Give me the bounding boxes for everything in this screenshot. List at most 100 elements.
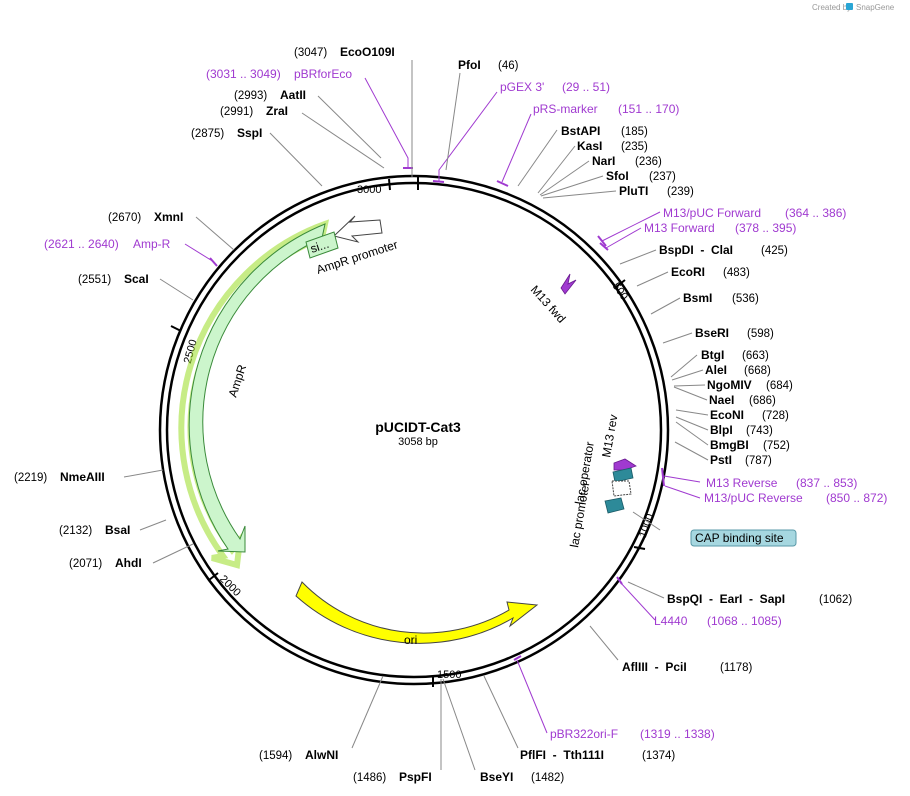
site-name: EcoO109I (340, 45, 395, 59)
site-pflfi-tth111i[interactable]: PflFI - Tth111I (1374) (520, 748, 675, 762)
primer-m13-reverse[interactable]: M13 Reverse (837 .. 853) (706, 476, 857, 490)
site-name: PfoI (458, 58, 481, 72)
site-nmeaiii[interactable]: (2219) NmeAIII (14, 470, 105, 484)
primer-name: Amp-R (133, 237, 171, 251)
bseyi-leader (442, 678, 476, 771)
primer-m13-puc-reverse[interactable]: M13/pUC Reverse (850 .. 872) (704, 491, 887, 505)
prs-marker-leader (501, 113, 532, 183)
site-name: BspQI - EarI - SapI (667, 592, 785, 606)
site-ngomiv[interactable]: NgoMIV (684) (707, 378, 793, 392)
site-pos: (425) (761, 245, 788, 257)
m13-fwd-marker[interactable] (560, 273, 577, 295)
primer-m13-forward[interactable]: M13 Forward (378 .. 395) (644, 221, 796, 235)
site-aatii[interactable]: (2993) AatII (234, 88, 306, 102)
site-name: EcoRI (671, 265, 705, 279)
site-pos: (235) (621, 141, 648, 153)
site-name: BlpI (710, 423, 733, 437)
primer-l4440[interactable]: L4440 (1068 .. 1085) (654, 614, 782, 628)
site-kasi[interactable]: KasI (235) (577, 139, 648, 153)
cap-site-marker[interactable] (604, 497, 625, 514)
btgi-leader (670, 354, 698, 378)
signal-peptide-box[interactable] (305, 231, 339, 259)
site-alwni[interactable]: (1594) AlwNI (259, 748, 338, 762)
site-btgi[interactable]: BtgI (663) (701, 348, 769, 362)
primer-pbr322ori-f[interactable]: pBR322ori-F (1319 .. 1338) (550, 727, 715, 741)
site-bsmi[interactable]: BsmI (536) (683, 291, 759, 305)
primer-name: M13 Reverse (706, 476, 778, 490)
pgex3-mark[interactable] (432, 180, 445, 183)
sspi-leader (269, 132, 323, 187)
site-naei[interactable]: NaeI (686) (709, 393, 776, 407)
site-name: SfoI (606, 169, 629, 183)
m13-reverse-mark[interactable] (661, 467, 665, 487)
site-scai[interactable]: (2551) ScaI (78, 272, 149, 286)
site-ahdi[interactable]: (2071) AhdI (69, 556, 142, 570)
primer-m13-puc-forward[interactable]: M13/pUC Forward (364 .. 386) (663, 206, 846, 220)
pbr322ori-mark[interactable] (513, 655, 522, 661)
site-blpi[interactable]: BlpI (743) (710, 423, 773, 437)
site-bspqi-eari-sapi[interactable]: BspQI - EarI - SapI (1062) (667, 592, 852, 606)
site-xmni[interactable]: (2670) XmnI (108, 210, 183, 224)
ampr-promoter-arrow[interactable] (332, 215, 383, 243)
site-bseri[interactable]: BseRI (598) (695, 326, 774, 340)
site-bspdi-clai[interactable]: BspDI - ClaI (425) (659, 243, 788, 257)
primer-prs-marker[interactable]: pRS-marker (151 .. 170) (533, 102, 679, 116)
site-name: XmnI (154, 210, 183, 224)
site-bseyi[interactable]: BseYI (1482) (480, 770, 564, 784)
site-pspfi[interactable]: (1486) PspFI (353, 770, 432, 784)
primer-name: M13/pUC Reverse (704, 491, 803, 505)
site-pos: (1486) (353, 772, 386, 784)
site-name: BseRI (695, 326, 729, 340)
lac-operator-box[interactable] (612, 467, 634, 483)
zrai-leader (301, 112, 385, 169)
site-pos: (684) (766, 380, 793, 392)
site-psti[interactable]: PstI (787) (710, 453, 772, 467)
cap-leader (632, 511, 661, 531)
psti-leader (674, 441, 709, 461)
primer-name: M13/pUC Forward (663, 206, 761, 220)
site-pos: (185) (621, 126, 648, 138)
site-name: AleI (705, 363, 727, 377)
site-afliii-pcii[interactable]: AflIII - PciI (1178) (622, 660, 753, 674)
lac-promoter-arrow[interactable] (611, 480, 632, 497)
site-bstapi[interactable]: BstAPI (185) (561, 124, 648, 138)
scai-leader (159, 278, 194, 301)
ampr-arrow[interactable] (188, 223, 326, 553)
site-sfoi[interactable]: SfoI (237) (606, 169, 676, 183)
site-name: AatII (280, 88, 306, 102)
site-pos: (1594) (259, 750, 292, 762)
site-alei[interactable]: AleI (668) (705, 363, 771, 377)
site-nari[interactable]: NarI (236) (592, 154, 662, 168)
site-name: AflIII - PciI (622, 660, 687, 674)
primer-range: (850 .. 872) (826, 491, 887, 505)
primer-pbrforeco[interactable]: (3031 .. 3049) pBRforEco (206, 67, 352, 81)
ori-arrow[interactable] (295, 581, 539, 644)
site-bsai[interactable]: (2132) BsaI (59, 523, 130, 537)
site-name: BstAPI (561, 124, 600, 138)
bmgbi-leader (675, 421, 709, 446)
prs-marker-mark[interactable] (496, 180, 509, 187)
site-pos: (237) (649, 171, 676, 183)
site-bmgbi[interactable]: BmgBI (752) (710, 438, 790, 452)
bspqi-leader (627, 581, 665, 599)
site-econi[interactable]: EcoNI (728) (710, 408, 789, 422)
site-ecoo109i[interactable]: (3047) EcoO109I (294, 45, 395, 59)
m13-rev-marker[interactable] (613, 458, 637, 471)
primer-amp-r[interactable]: (2621 .. 2640) Amp-R (44, 237, 171, 251)
primer-range: (29 .. 51) (562, 80, 610, 94)
site-ecori[interactable]: EcoRI (483) (671, 265, 750, 279)
site-name: ScaI (124, 272, 149, 286)
site-sspi[interactable]: (2875) SspI (191, 126, 262, 140)
site-pos: (236) (635, 156, 662, 168)
m13-forward-mark[interactable] (599, 242, 609, 251)
ecori-leader (636, 271, 669, 287)
primer-pgex3[interactable]: pGEX 3' (29 .. 51) (500, 80, 610, 94)
site-pos: (1062) (819, 594, 852, 606)
primer-name: pBR322ori-F (550, 727, 618, 741)
cap-label-box[interactable] (690, 529, 797, 547)
site-pos: (2551) (78, 274, 111, 286)
site-pfoi[interactable]: PfoI (46) (458, 58, 519, 72)
site-pluti[interactable]: PluTI (239) (619, 184, 694, 198)
site-zrai[interactable]: (2991) ZraI (220, 104, 288, 118)
